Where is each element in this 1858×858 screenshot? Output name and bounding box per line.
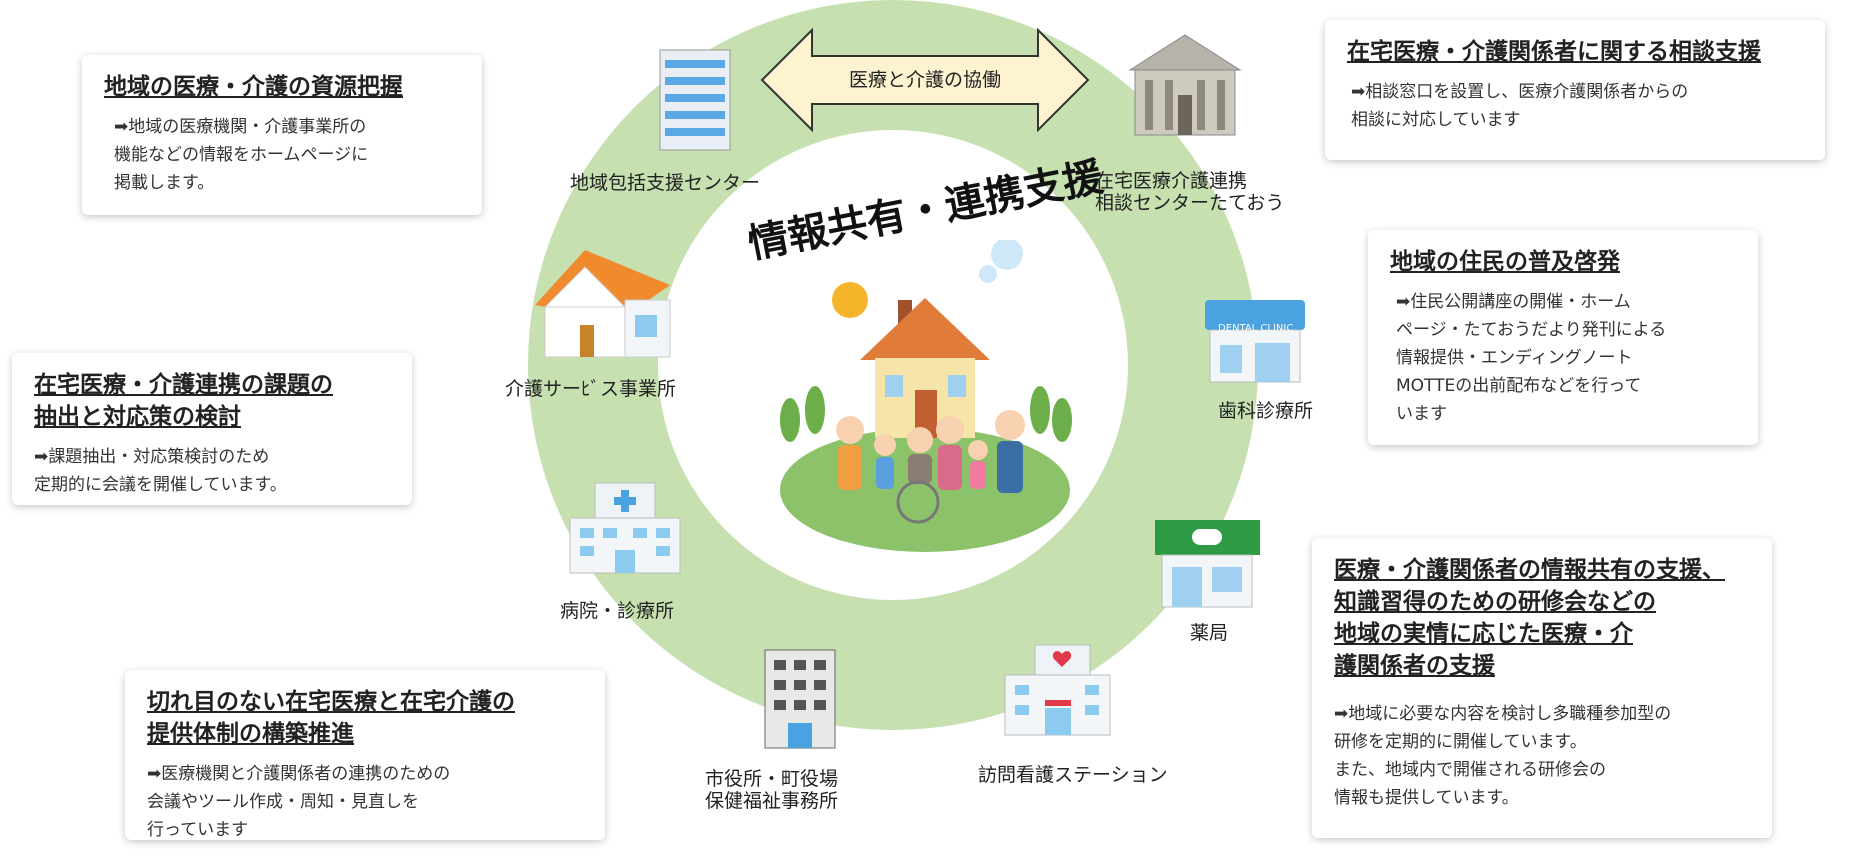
card-training: 医療・介護関係者の情報共有の支援、 知識習得のための研修会などの 地域の実情に応… bbox=[1312, 538, 1772, 838]
card-consultation-body: ➡相談窓口を設置し、医療介護関係者からの 相談に対応しています bbox=[1351, 82, 1689, 130]
node-renkei: 在宅医療介護連携 相談センターたておう bbox=[1095, 170, 1285, 214]
card-awareness: 地域の住民の普及啓発 ➡住民公開講座の開催・ホーム ページ・たておうだより発刊に… bbox=[1368, 230, 1758, 445]
renkei-center-icon bbox=[1128, 34, 1242, 136]
card-seamless-body: ➡医療機関と介護関係者の連携のための 会議やツール作成・周知・見直しを 行ってい… bbox=[147, 764, 451, 840]
node-houkatsu: 地域包括支援センター bbox=[570, 172, 761, 194]
pharmacy-icon bbox=[1155, 520, 1260, 608]
node-byoin: 病院・診療所 bbox=[560, 600, 675, 622]
node-yakkyoku: 薬局 bbox=[1190, 622, 1229, 644]
card-awareness-body: ➡住民公開講座の開催・ホーム ページ・たておうだより発刊による 情報提供・エンデ… bbox=[1396, 292, 1667, 424]
node-shiyakusho: 市役所・町役場 保健福祉事務所 bbox=[705, 768, 839, 812]
dental-sign: DENTAL CLINIC bbox=[1218, 323, 1294, 334]
card-training-body: ➡地域に必要な内容を検討し多職種参加型の 研修を定期的に開催しています。 また、… bbox=[1334, 704, 1672, 808]
visiting-nurse-icon bbox=[1004, 644, 1111, 736]
hospital-icon bbox=[569, 482, 681, 574]
card-issues-title: 在宅医療・介護連携の課題の 抽出と対応策の検討 bbox=[34, 372, 333, 430]
collaboration-arrow bbox=[760, 28, 1090, 132]
card-seamless-title: 切れ目のない在宅医療と在宅介護の 提供体制の構築推進 bbox=[147, 689, 515, 747]
card-resources: 地域の医療・介護の資源把握 ➡地域の医療機関・介護事業所の 機能などの情報をホー… bbox=[82, 55, 482, 215]
card-resources-body: ➡地域の医療機関・介護事業所の 機能などの情報をホームページに 掲載します。 bbox=[114, 117, 369, 193]
card-consultation-title: 在宅医療・介護関係者に関する相談支援 bbox=[1347, 39, 1761, 65]
card-issues: 在宅医療・介護連携の課題の 抽出と対応策の検討 ➡課題抽出・対応策検討のため 定… bbox=[12, 353, 412, 505]
card-seamless: 切れ目のない在宅医療と在宅介護の 提供体制の構築推進 ➡医療機関と介護関係者の連… bbox=[125, 670, 605, 840]
city-hall-icon bbox=[764, 649, 836, 749]
card-consultation: 在宅医療・介護関係者に関する相談支援 ➡相談窓口を設置し、医療介護関係者からの … bbox=[1325, 20, 1825, 160]
office-building-icon bbox=[659, 49, 731, 151]
card-issues-body: ➡課題抽出・対応策検討のため 定期的に会議を開催しています。 bbox=[34, 447, 287, 495]
card-resources-title: 地域の医療・介護の資源把握 bbox=[104, 74, 403, 100]
card-awareness-title: 地域の住民の普及啓発 bbox=[1390, 249, 1620, 275]
node-houmon: 訪問看護ステーション bbox=[978, 764, 1168, 786]
node-shika: 歯科診療所 bbox=[1218, 400, 1314, 422]
card-training-title: 医療・介護関係者の情報共有の支援、 知識習得のための研修会などの 地域の実情に応… bbox=[1334, 557, 1725, 679]
arrow-label: 医療と介護の協働 bbox=[848, 69, 1001, 91]
family-house-illustration bbox=[780, 240, 1072, 552]
dental-clinic-icon bbox=[1205, 300, 1305, 383]
node-kaigo: 介護サーﾋﾞス事業所 bbox=[505, 378, 677, 400]
care-home-icon bbox=[535, 250, 671, 358]
